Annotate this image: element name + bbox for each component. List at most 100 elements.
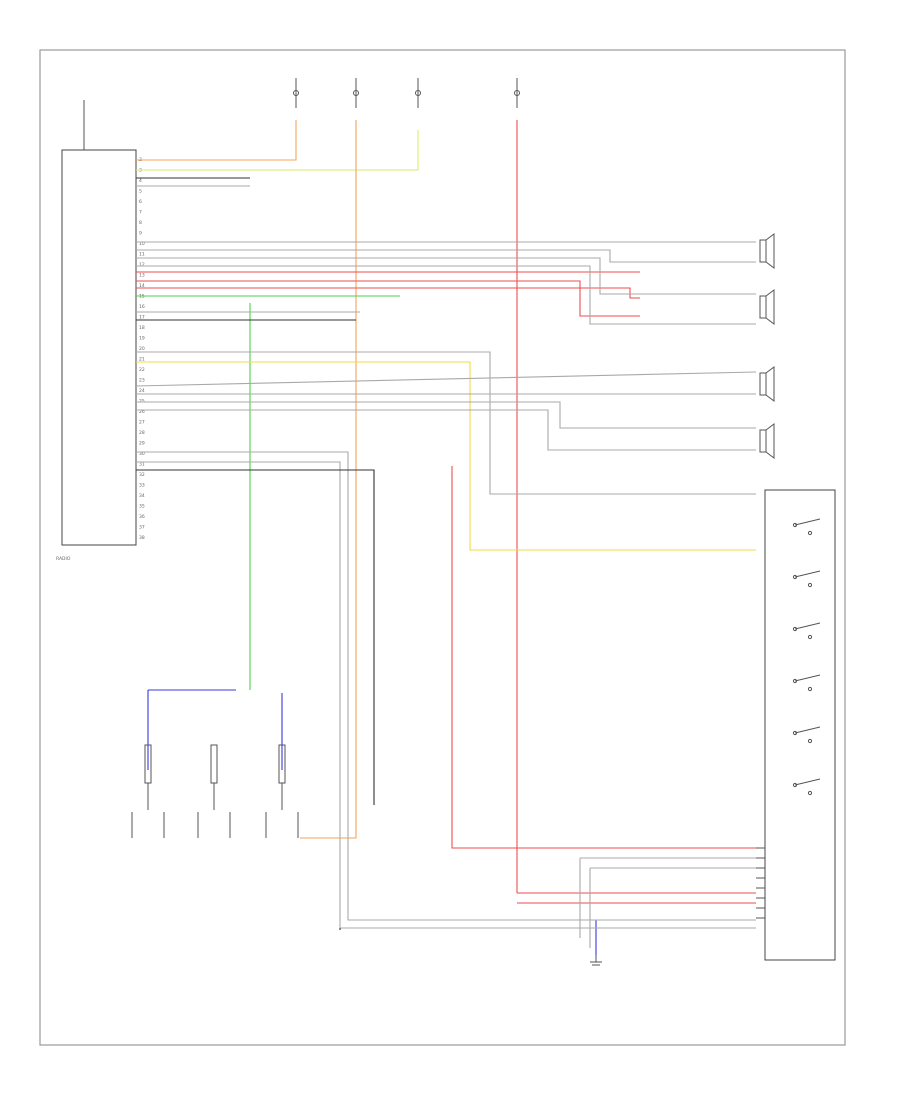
speaker-1	[759, 233, 775, 269]
wire-black-1	[136, 469, 375, 805]
wire-gray-spk-4	[136, 265, 756, 325]
wire-gray-low-2	[136, 461, 756, 929]
radio-pin-9: 9	[139, 231, 142, 237]
antenna-connector	[265, 812, 299, 838]
wire-gray-mid-4	[136, 401, 756, 429]
switch-contact-b	[807, 530, 813, 536]
switch-contact-b	[807, 738, 813, 744]
ground-symbol	[590, 955, 602, 966]
radio-pin-32: 32	[139, 472, 145, 478]
radio-pin-30: 30	[139, 451, 145, 457]
speaker-cone	[765, 366, 775, 402]
steering-switch-box	[764, 489, 836, 961]
fuse-3	[415, 78, 421, 108]
antenna-component-3	[265, 744, 299, 838]
radio-pin-5: 5	[139, 189, 142, 195]
wire-red-lower	[451, 466, 756, 849]
fuse-3-element	[415, 90, 421, 96]
switch-2	[792, 570, 821, 588]
switch-blade	[794, 570, 821, 578]
steering-switch-module	[756, 489, 836, 961]
antennas	[131, 744, 299, 838]
diagram-border	[39, 49, 846, 1046]
radio-pin-4: 4	[139, 178, 142, 184]
speaker-cone	[765, 289, 775, 325]
radio-pin-18: 18	[139, 325, 145, 331]
wire-gray-low-1	[136, 451, 756, 921]
steering-pins	[756, 847, 765, 919]
radio-pin-6: 6	[139, 199, 142, 205]
wire-gray-mid-2	[135, 371, 757, 387]
speaker-4	[759, 423, 775, 459]
switch-blade	[794, 726, 821, 734]
wire-gray-low-3	[579, 857, 756, 938]
radio-pin-34: 34	[139, 493, 145, 499]
switch-contact-b	[807, 582, 813, 588]
radio-pin-22: 22	[139, 367, 145, 373]
radio-box	[61, 149, 137, 546]
fuse-1-element	[293, 90, 299, 96]
fuse-group	[293, 78, 520, 108]
switch-3	[792, 622, 821, 640]
radio-pin-29: 29	[139, 441, 145, 447]
wires	[135, 120, 757, 955]
radio-pin-17: 17	[139, 315, 145, 321]
radio-pin-38: 38	[139, 535, 145, 541]
radio-pin-35: 35	[139, 504, 145, 510]
radio-pin-33: 33	[139, 483, 145, 489]
radio-pin-10: 10	[139, 241, 145, 247]
switch-1	[792, 518, 821, 536]
wire-gray-spk-3	[136, 257, 756, 295]
switch-blade	[794, 622, 821, 630]
radio-pin-31: 31	[139, 462, 145, 468]
radio-pin-28: 28	[139, 430, 145, 436]
radio-title: RADIO	[56, 556, 71, 562]
fuse-1	[293, 78, 299, 108]
speaker-body	[759, 429, 767, 453]
radio-pin-23: 23	[139, 378, 145, 384]
wire-red-spk-3	[136, 287, 640, 299]
speaker-body	[759, 372, 767, 396]
radio-pin-26: 26	[139, 409, 145, 415]
switch-6	[792, 778, 821, 796]
antenna-component-2	[197, 744, 231, 838]
wire-gray-low-4	[589, 867, 756, 948]
wire-orange-2	[300, 120, 357, 839]
switch-contact-b	[807, 790, 813, 796]
antenna-connector	[131, 812, 165, 838]
wire-gray-mid-1	[136, 351, 756, 495]
wire-yellow-green	[136, 130, 419, 171]
wire-yellow	[136, 361, 756, 551]
switch-4	[792, 674, 821, 692]
antenna-coil	[210, 744, 218, 784]
radio-pin-11: 11	[139, 252, 145, 258]
fuse-2	[353, 78, 359, 108]
speakers	[759, 233, 775, 459]
radio-pin-12: 12	[139, 262, 145, 268]
wire-orange-1	[136, 120, 297, 161]
radio-pin-16: 16	[139, 304, 145, 310]
wire-gray-mid-5	[136, 409, 756, 451]
radio-pin-14: 14	[139, 283, 145, 289]
radio-pin-27: 27	[139, 420, 145, 426]
radio-pin-20: 20	[139, 346, 145, 352]
wire-blue-1	[147, 689, 236, 770]
switch-blade	[794, 778, 821, 786]
radio-pin-labels: 2345678910111213141516171819202122232425…	[139, 157, 145, 541]
radio-pin-24: 24	[139, 388, 145, 394]
speaker-cone	[765, 423, 775, 459]
switch-blade	[794, 518, 821, 526]
radio-pin-8: 8	[139, 220, 142, 226]
antenna-connector	[197, 812, 231, 838]
fuse-4-element	[514, 90, 520, 96]
radio-pin-7: 7	[139, 210, 142, 216]
fuse-2-element	[353, 90, 359, 96]
fuse-4	[514, 78, 520, 108]
switch-blade	[794, 674, 821, 682]
switch-contact-b	[807, 634, 813, 640]
switch-5	[792, 726, 821, 744]
radio-pin-21: 21	[139, 357, 145, 363]
radio-unit: RADIO 2345678910111213141516171819202122…	[56, 100, 145, 562]
speaker-body	[759, 295, 767, 319]
